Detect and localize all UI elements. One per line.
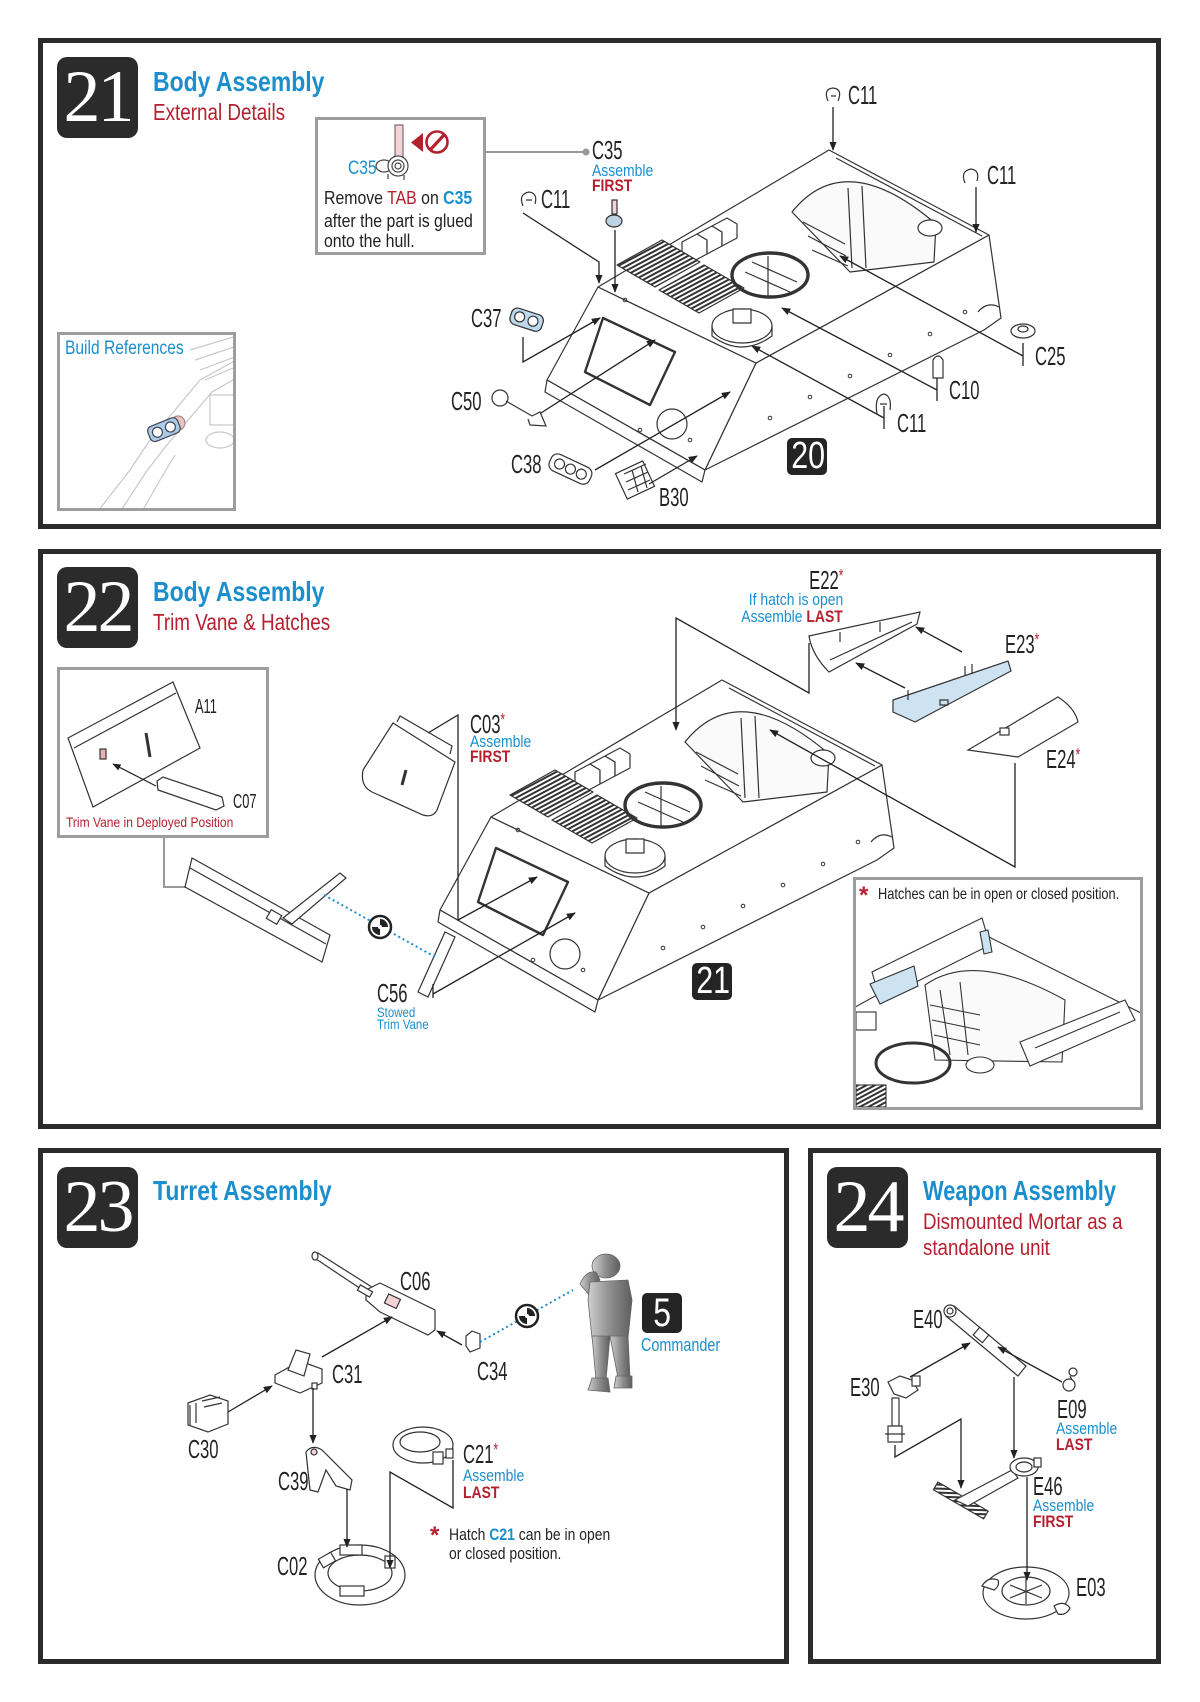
callout-note: Assemble <box>741 607 807 626</box>
callout-e46-note: Assemble <box>1033 1496 1095 1515</box>
callout-c03-note: Assemble <box>470 732 532 751</box>
callout-e03: E03 <box>1076 1572 1106 1602</box>
asterisk: * <box>1034 630 1040 650</box>
step-subtitle-line-1: Dismounted Mortar as a <box>923 1209 1123 1234</box>
callout-e09-order: LAST <box>1056 1435 1093 1454</box>
callout-c34: C34 <box>477 1356 508 1386</box>
step-subtitle: Trim Vane & Hatches <box>153 609 331 635</box>
hatch-note-text: Hatch <box>449 1525 490 1544</box>
asterisk: * <box>1075 745 1081 765</box>
callout-e30: E30 <box>850 1372 880 1402</box>
step-22-panel <box>38 549 1161 1129</box>
callout-c25: C25 <box>1035 341 1066 371</box>
asterisk: * <box>500 710 506 730</box>
callout-c11-bottom: C11 <box>897 408 927 438</box>
callout-c56-caption-1: Stowed <box>377 1004 416 1020</box>
callout-c56: C56 <box>377 978 408 1008</box>
callout-c30: C30 <box>188 1434 219 1464</box>
callout-e23: E23* <box>1005 631 1039 657</box>
callout-label: E23 <box>1005 629 1035 659</box>
callout-c21: C21* <box>463 1441 498 1467</box>
callout-c11-left: C11 <box>541 184 571 214</box>
previous-step-badge: 20 <box>787 438 827 475</box>
callout-e09: E09 <box>1057 1394 1087 1424</box>
callout-c11-right: C11 <box>987 160 1017 190</box>
step-title: Weapon Assembly <box>923 1175 1116 1206</box>
callout-c06: C06 <box>400 1266 431 1296</box>
step-subtitle: External Details <box>153 99 286 125</box>
callout-label: E24 <box>1046 744 1076 774</box>
inset-label-c07: C07 <box>233 791 257 813</box>
callout-b30: B30 <box>659 482 689 512</box>
callout-label: C21 <box>463 1439 494 1469</box>
callout-c37: C37 <box>471 303 502 333</box>
tab-note-part: C35 <box>443 188 473 208</box>
step-number-badge: 23 <box>57 1167 138 1248</box>
callout-e22-condition: If hatch is open <box>748 590 843 609</box>
previous-step-number: 20 <box>791 438 826 475</box>
callout-c38: C38 <box>511 449 542 479</box>
figure-number: 5 <box>653 1293 671 1333</box>
step-24-panel <box>808 1148 1161 1664</box>
callout-c11-top: C11 <box>848 80 878 110</box>
callout-e46: E46 <box>1033 1471 1063 1501</box>
callout-c35: C35 <box>592 135 623 165</box>
callout-e40: E40 <box>913 1304 943 1334</box>
callout-c02: C02 <box>277 1551 308 1581</box>
step-21-panel <box>38 38 1161 529</box>
asterisk: * <box>838 566 843 586</box>
step-subtitle-line-2: standalone unit <box>923 1235 1050 1260</box>
asterisk: * <box>493 1440 499 1460</box>
previous-step-badge: 21 <box>692 963 732 1000</box>
hatch-note-asterisk: * <box>859 882 869 909</box>
callout-e09-note: Assemble <box>1056 1419 1118 1438</box>
hatch-note-part: C21 <box>489 1525 515 1544</box>
hatch-note-text: Hatches can be in open or closed positio… <box>878 886 1120 903</box>
step-number-badge: 22 <box>57 567 138 648</box>
hatch-note-line-2: or closed position. <box>449 1544 562 1563</box>
step-number-badge: 24 <box>827 1167 908 1248</box>
step-title: Body Assembly <box>153 576 325 607</box>
figure-number-badge: 5 <box>642 1293 682 1333</box>
hatch-note-text: can be in open <box>514 1525 611 1544</box>
callout-c56-caption-2: Trim Vane <box>377 1016 429 1032</box>
step-number-badge: 21 <box>57 57 138 138</box>
callout-e22-note: Assemble LAST <box>742 608 843 625</box>
tab-note-line-3: onto the hull. <box>324 231 415 251</box>
callout-c21-order: LAST <box>463 1483 500 1502</box>
callout-c03: C03* <box>470 711 505 737</box>
hatch-position-inset <box>853 877 1143 1110</box>
figure-name: Commander <box>641 1335 721 1355</box>
hatch-note-line-1: Hatch C21 can be in open <box>449 1526 610 1543</box>
tab-note-line-2: after the part is glued <box>324 211 473 231</box>
previous-step-number: 21 <box>696 963 731 1000</box>
callout-label: E22 <box>808 565 839 595</box>
callout-c50: C50 <box>451 386 482 416</box>
step-title: Body Assembly <box>153 66 325 97</box>
tab-note-text: on <box>416 188 444 208</box>
hatch-note-asterisk: * <box>430 1522 440 1549</box>
callout-c35-order: FIRST <box>592 176 633 195</box>
callout-c03-order: FIRST <box>470 747 511 766</box>
callout-e46-order: FIRST <box>1033 1512 1074 1531</box>
callout-c21-note: Assemble <box>463 1466 525 1485</box>
callout-c35-note: Assemble <box>592 161 654 180</box>
callout-label: C03 <box>470 709 501 739</box>
callout-e22: E22* <box>809 567 843 593</box>
callout-c10: C10 <box>949 375 980 405</box>
tab-note-text: Remove <box>324 188 388 208</box>
callout-order: LAST <box>806 607 843 626</box>
step-23-panel <box>38 1148 789 1664</box>
tab-note-part-label: C35 <box>348 158 377 179</box>
tab-note-tab: TAB <box>387 188 417 208</box>
callout-c31: C31 <box>332 1359 363 1389</box>
inset-label-a11: A11 <box>195 696 217 718</box>
tab-note-line-1: Remove TAB on C35 <box>324 189 472 207</box>
build-references-label: Build References <box>65 338 184 359</box>
callout-c39: C39 <box>278 1466 309 1496</box>
inset-caption: Trim Vane in Deployed Position <box>66 814 234 830</box>
callout-e24: E24* <box>1046 746 1080 772</box>
step-title: Turret Assembly <box>153 1175 332 1206</box>
